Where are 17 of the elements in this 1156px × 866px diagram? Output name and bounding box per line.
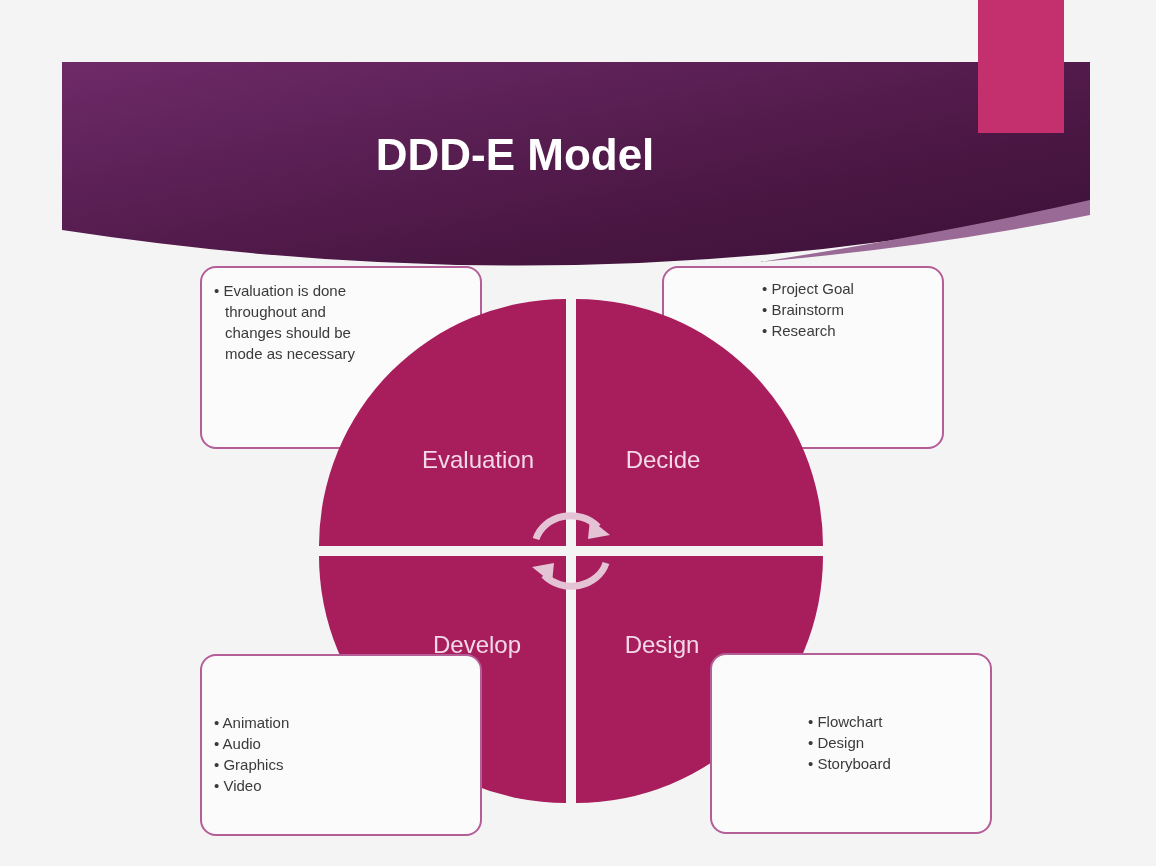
bullet-item: • Graphics <box>214 755 285 775</box>
bullet-item: • Animation <box>214 713 291 733</box>
bullet-item: • Project Goal <box>762 279 855 299</box>
bullet-item: • Audio <box>214 734 262 754</box>
segment-label: Decide <box>625 446 701 474</box>
segment-label: Design <box>624 631 700 659</box>
bullet-item: • Storyboard <box>808 754 892 774</box>
title: DDD-E Model <box>374 130 656 180</box>
segment-label: Evaluation <box>421 446 535 474</box>
bullet-item: • Brainstorm <box>762 300 845 320</box>
segment-label: Develop <box>432 631 522 659</box>
bullet-item: • Video <box>214 776 263 796</box>
bullet-item: • Flowchart <box>808 712 884 732</box>
bullet-item: • Evaluation is done throughout and changes should be mode as necessary <box>214 281 357 364</box>
bullet-item: • Research <box>762 321 837 341</box>
bullet-item: • Design <box>808 733 866 753</box>
note-card <box>710 653 992 834</box>
